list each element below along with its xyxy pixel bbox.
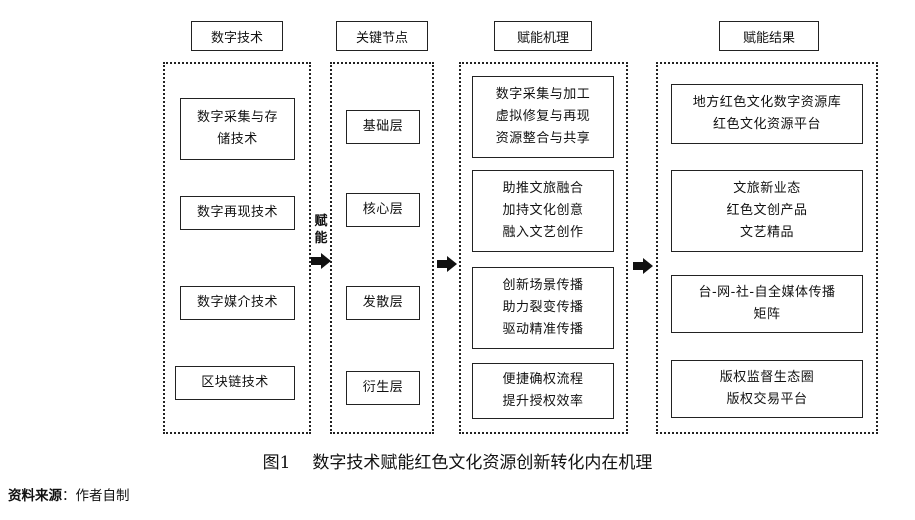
figure-number: 图1 xyxy=(262,453,291,473)
column-header-digital-tech: 数字技术 xyxy=(191,21,283,51)
result-item: 文旅新业态 红色文创产品 文艺精品 xyxy=(671,170,863,252)
box-line: 资源整合与共享 xyxy=(495,131,591,146)
box-line: 红色文创产品 xyxy=(726,203,808,218)
figure-title: 数字技术赋能红色文化资源创新转化内在机理 xyxy=(312,453,653,473)
mechanism-item: 创新场景传播 助力裂变传播 驱动精准传播 xyxy=(472,267,614,349)
box-line: 基础层 xyxy=(362,119,404,134)
digital-tech-item: 数字采集与存 储技术 xyxy=(180,98,295,160)
box-line: 核心层 xyxy=(362,202,404,217)
box-line: 加持文化创意 xyxy=(502,203,584,218)
right-arrow-icon xyxy=(437,256,457,272)
result-item: 版权监督生态圈 版权交易平台 xyxy=(671,360,863,418)
box-line: 红色文化资源平台 xyxy=(712,117,821,132)
digital-tech-item: 数字媒介技术 xyxy=(180,286,295,320)
box-line: 文旅新业态 xyxy=(733,181,801,196)
right-arrow-icon xyxy=(311,253,331,269)
box-line: 驱动精准传播 xyxy=(502,322,584,337)
column-container-digital-tech xyxy=(163,62,311,434)
column-header-results: 赋能结果 xyxy=(719,21,819,51)
digital-tech-item: 数字再现技术 xyxy=(180,196,295,230)
box-line: 数字再现技术 xyxy=(196,205,278,220)
source-separator: ： xyxy=(62,488,76,504)
figure-caption: 图1 数字技术赋能红色文化资源创新转化内在机理 xyxy=(0,448,915,473)
box-line: 数字采集与加工 xyxy=(495,87,591,102)
column-container-results xyxy=(656,62,878,434)
box-line: 版权交易平台 xyxy=(726,392,808,407)
column-container-key-nodes xyxy=(330,62,434,434)
box-line: 区块链技术 xyxy=(201,375,269,390)
column-header-key-nodes: 关键节点 xyxy=(336,21,428,51)
connector-label-char: 赋 xyxy=(314,214,328,229)
mechanism-item: 助推文旅融合 加持文化创意 融入文艺创作 xyxy=(472,170,614,252)
box-line: 衍生层 xyxy=(362,380,404,395)
box-line: 地方红色文化数字资源库 xyxy=(692,95,842,110)
key-node-item: 发散层 xyxy=(346,286,420,320)
connector-label-char: 能 xyxy=(314,231,328,246)
source-label: 资料来源 xyxy=(8,488,62,504)
mechanism-item: 数字采集与加工 虚拟修复与再现 资源整合与共享 xyxy=(472,76,614,158)
box-line: 便捷确权流程 xyxy=(502,372,584,387)
box-line: 储技术 xyxy=(217,132,258,147)
source-note: 资料来源：作者自制 xyxy=(8,484,130,504)
box-line: 虚拟修复与再现 xyxy=(495,109,591,124)
result-item: 地方红色文化数字资源库 红色文化资源平台 xyxy=(671,84,863,144)
box-line: 助力裂变传播 xyxy=(502,300,584,315)
box-line: 数字采集与存 xyxy=(196,110,278,125)
column-header-mechanism: 赋能机理 xyxy=(494,21,592,51)
box-line: 文艺精品 xyxy=(739,225,794,240)
box-line: 创新场景传播 xyxy=(502,278,584,293)
key-node-item: 核心层 xyxy=(346,193,420,227)
box-line: 融入文艺创作 xyxy=(502,225,584,240)
box-line: 版权监督生态圈 xyxy=(719,370,815,385)
digital-tech-item: 区块链技术 xyxy=(175,366,295,400)
connector-label: 赋 能 xyxy=(313,213,329,247)
key-node-item: 衍生层 xyxy=(346,371,420,405)
box-line: 数字媒介技术 xyxy=(196,295,278,310)
source-text: 作者自制 xyxy=(75,488,130,504)
box-line: 发散层 xyxy=(362,295,404,310)
column-container-mechanism xyxy=(459,62,628,434)
box-line: 提升授权效率 xyxy=(502,394,584,409)
mechanism-item: 便捷确权流程 提升授权效率 xyxy=(472,363,614,419)
box-line: 台-网-社-自全媒体传播 xyxy=(698,285,836,300)
key-node-item: 基础层 xyxy=(346,110,420,144)
box-line: 助推文旅融合 xyxy=(502,181,584,196)
right-arrow-icon xyxy=(633,258,653,274)
box-line: 矩阵 xyxy=(753,307,781,322)
result-item: 台-网-社-自全媒体传播 矩阵 xyxy=(671,275,863,333)
